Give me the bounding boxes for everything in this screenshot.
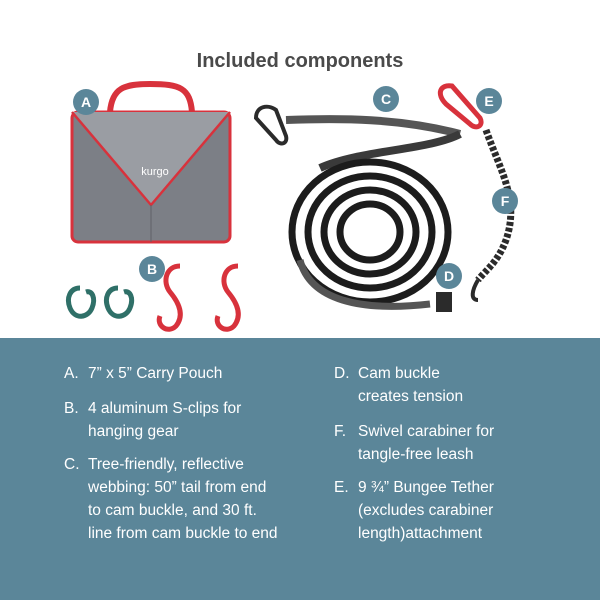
- item-e: E.9 ¾” Bungee Tether (excludes carabiner…: [334, 479, 494, 542]
- description-panel: A.7” x 5” Carry Pouch B.4 aluminum S-cli…: [0, 338, 600, 600]
- item-d: D.Cam buckle creates tension: [334, 365, 464, 405]
- item-c: C.Tree-friendly, reflective webbing: 50”…: [64, 456, 278, 542]
- webbing-image: [253, 104, 462, 312]
- s-clips-image: [65, 263, 241, 332]
- components-illustration: kurgo: [65, 80, 515, 332]
- kurgo-logo-text: kurgo: [141, 166, 169, 178]
- badge-e: E: [476, 88, 502, 114]
- item-b: B.4 aluminum S-clips for hanging gear: [64, 400, 242, 440]
- item-a: A.7” x 5” Carry Pouch: [64, 365, 223, 382]
- badge-a: A: [73, 89, 99, 115]
- item-f: F.Swivel carabiner for tangle-free leash: [334, 423, 495, 463]
- bungee-tether-image: [437, 83, 515, 302]
- badge-d: D: [436, 263, 462, 289]
- product-image-area: Included components kurgo: [65, 50, 518, 332]
- badge-b: B: [139, 256, 165, 282]
- carry-pouch-image: kurgo: [70, 80, 232, 244]
- page-title: Included components: [196, 50, 404, 72]
- badge-c: C: [373, 86, 399, 112]
- badge-f: F: [492, 188, 518, 214]
